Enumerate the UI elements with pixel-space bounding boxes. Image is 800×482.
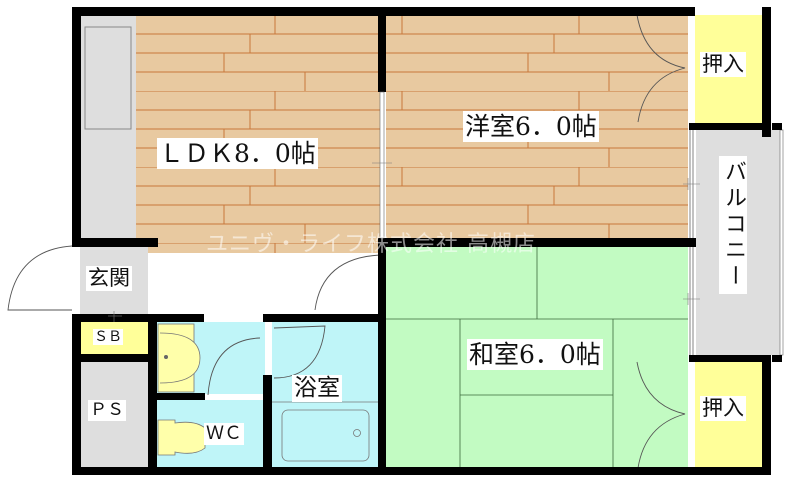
pipe-space-label: ＰＳ <box>88 400 126 421</box>
bathtub-icon <box>281 409 370 462</box>
door-swings <box>7 14 686 469</box>
bathroom-label: 浴室 <box>292 375 342 402</box>
toilet-icon <box>157 419 206 456</box>
ldk-label: ＬＤＫ8．0帖 <box>157 138 318 169</box>
western-room-label: 洋室6．0帖 <box>463 111 599 142</box>
walls <box>72 7 782 475</box>
sink-icon <box>84 26 132 130</box>
japanese-room-label: 和室6．0帖 <box>467 339 603 370</box>
ldk-floor <box>135 15 381 253</box>
balcony-label: バルコニー <box>719 156 747 294</box>
window-marks <box>108 178 700 322</box>
watermark: ユニヴ・ライフ株式会社 高槻店 <box>206 232 536 257</box>
closet-top-label: 押入 <box>700 52 746 77</box>
closet-bottom-label: 押入 <box>700 396 746 421</box>
toilet-label: ＷＣ <box>204 423 244 445</box>
entrance-label: 玄関 <box>86 266 132 291</box>
shoe-box-label: ＳＢ <box>93 329 123 345</box>
tatami-lines <box>386 246 688 468</box>
